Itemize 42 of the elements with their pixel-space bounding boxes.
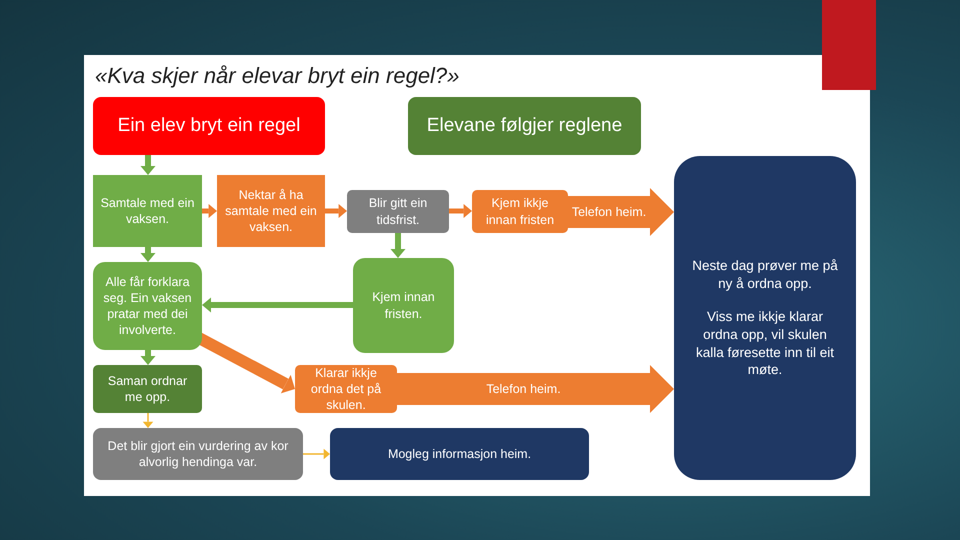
process-box <box>93 175 202 247</box>
arrow <box>142 413 154 428</box>
arrow <box>390 233 406 258</box>
arrow <box>449 204 472 218</box>
process-box <box>93 365 202 413</box>
title: «Kva skjer når elevar bryt ein regel?» <box>95 63 460 89</box>
node-text: Mogleg informasjon heim. <box>388 446 532 462</box>
process-box <box>353 258 454 353</box>
process-box <box>472 190 568 233</box>
node-text: Elevane følgjer reglene <box>426 114 622 138</box>
node-text: Saman ordnar me opp. <box>106 372 188 406</box>
arrow <box>140 350 156 365</box>
process-box <box>347 190 449 233</box>
arrow <box>140 155 156 175</box>
block-arrow <box>397 365 674 413</box>
node-text: Det blir gjort ein vurdering av kor alvorlig hendinga var. <box>106 438 290 470</box>
node-text: Neste dag prøver me på ny å ordna opp. <box>691 257 839 292</box>
result-box <box>674 156 856 480</box>
arrow <box>202 204 217 218</box>
process-box <box>93 262 202 350</box>
node-text: Viss me ikkje klarar ordna opp, vil skulen kalla føresette inn til eit møte. <box>694 308 836 379</box>
edge-label: Telefon heim. <box>572 205 646 219</box>
start-box <box>93 97 325 155</box>
block-arrow <box>568 188 674 236</box>
arrow <box>303 448 330 460</box>
process-box <box>217 175 325 247</box>
process-box <box>93 428 303 480</box>
process-box <box>295 365 397 413</box>
node-text: Nektar å ha samtale med ein vaksen. <box>224 186 318 236</box>
node-text: Klarar ikkje ordna det på skulen. <box>310 364 382 414</box>
node-text: Ein elev bryt ein regel <box>118 114 300 138</box>
edge-label: Telefon heim. <box>486 382 561 396</box>
process-box <box>330 428 589 480</box>
node-text: Kjem innan fristen. <box>371 289 436 322</box>
node-text: Samtale med ein vaksen. <box>100 194 196 228</box>
node-text: Blir gitt ein tidsfrist. <box>368 195 428 228</box>
process-box <box>408 97 641 155</box>
node-text: Alle får forklara seg. Ein vaksen pratar med dei involverte. <box>102 274 193 338</box>
node-text: Kjem ikkje innan fristen <box>484 195 556 228</box>
arrow <box>202 298 353 312</box>
arrow <box>325 204 347 218</box>
arrow <box>140 247 156 262</box>
